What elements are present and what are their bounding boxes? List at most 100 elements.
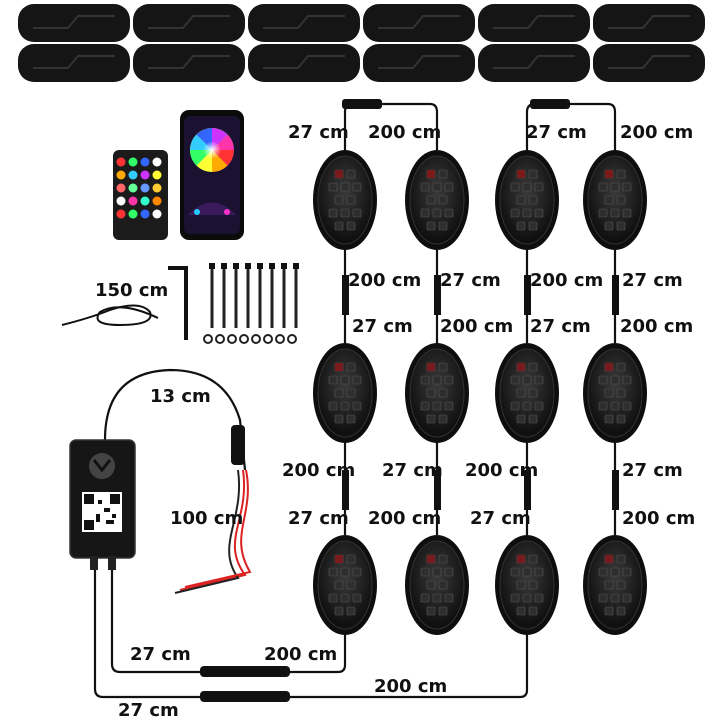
led-chip [335,555,343,563]
led-chip [420,375,430,385]
led-chip [432,401,442,411]
led-chip [352,593,362,603]
led-chip [522,375,532,385]
mounting-bracket [363,4,475,42]
led-chip [346,221,356,231]
dimension-label: 200 cm [368,508,442,529]
led-chip [534,182,544,192]
led-chip [346,195,356,205]
dimension-label: 27 cm [288,508,349,529]
dimension-label: 27 cm [130,644,191,665]
light-pod [313,535,377,635]
screw [245,263,251,328]
led-chip [328,208,338,218]
wire-150cm [61,304,159,327]
led-chip [517,555,525,563]
dimension-label: 27 cm [118,700,179,721]
led-chip [516,388,526,398]
light-pod [313,150,377,250]
led-chip [352,567,362,577]
led-chip [616,221,626,231]
allen-key [168,266,188,340]
light-pod [495,150,559,250]
remote-button [128,183,138,193]
washer [203,334,213,344]
led-chip [420,182,430,192]
led-chip [426,606,436,616]
mounting-bracket [478,4,590,42]
led-chip [610,182,620,192]
remote-button [152,209,162,219]
remote-button [116,196,126,206]
dimension-label: 200 cm [368,122,442,143]
led-chip [352,375,362,385]
dimension-label: 150 cm [95,280,169,301]
washer [227,334,237,344]
washer [263,334,273,344]
led-chip [522,208,532,218]
led-chip [510,593,520,603]
led-chip [534,375,544,385]
led-chip [340,593,350,603]
remote-button [152,183,162,193]
washer [239,334,249,344]
led-chip [534,401,544,411]
led-chip [420,593,430,603]
remote-button [140,157,150,167]
led-chip [528,362,538,372]
led-chip [604,221,614,231]
light-pod [495,535,559,635]
led-chip [616,388,626,398]
screw [257,263,263,328]
dimension-label: 200 cm [620,316,694,337]
led-chip [616,580,626,590]
led-chip [438,195,448,205]
led-chip [352,182,362,192]
led-chip [598,182,608,192]
screw [209,263,215,328]
led-chip [534,567,544,577]
dimension-label: 27 cm [288,122,349,143]
led-chip [444,375,454,385]
led-chip [420,567,430,577]
led-chip [438,388,448,398]
screw [293,263,299,328]
rock-light-pods [313,150,647,635]
light-pod [405,343,469,443]
led-chip [616,195,626,205]
led-chip [528,169,538,179]
led-chip [604,195,614,205]
light-pod [583,150,647,250]
led-chip [517,170,525,178]
screw [269,263,275,328]
remote-button [116,170,126,180]
remote-button [152,157,162,167]
remote-button [128,209,138,219]
led-chip [334,414,344,424]
led-chip [340,182,350,192]
remote-button [140,196,150,206]
led-chip [534,208,544,218]
led-chip [610,375,620,385]
led-chip [522,401,532,411]
led-chip [334,388,344,398]
led-chip [522,593,532,603]
led-chip [352,401,362,411]
led-chip [420,401,430,411]
led-chip [328,401,338,411]
remote-button [128,196,138,206]
led-chip [622,401,632,411]
led-chip [426,580,436,590]
remote-button [152,196,162,206]
led-chip [334,580,344,590]
remote-button [140,209,150,219]
light-pod [583,535,647,635]
dimension-label: 27 cm [622,270,683,291]
mounting-bracket [248,44,360,82]
led-chip [420,208,430,218]
led-chip [616,606,626,616]
washer [275,334,285,344]
led-chip [522,567,532,577]
led-chip [598,567,608,577]
